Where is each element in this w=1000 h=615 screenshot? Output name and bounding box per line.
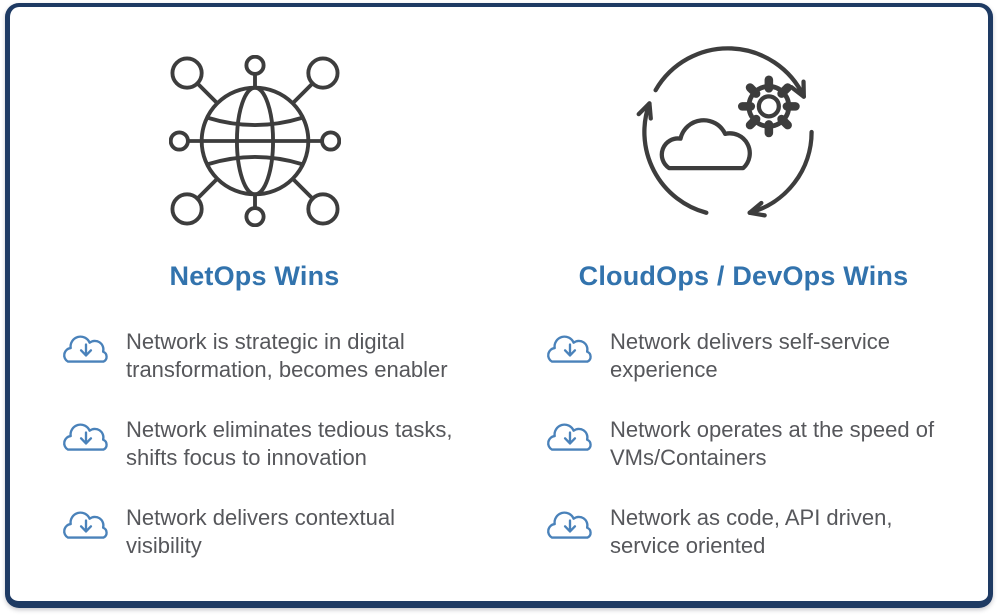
bullet-text: Network as code, API driven, service ori… <box>610 504 892 559</box>
bullet-text: Network operates at the speed of VMs/Con… <box>610 416 934 471</box>
gear-icon <box>737 75 800 138</box>
bullet-line: Network as code, API driven, <box>610 505 893 530</box>
cloud-download-icon <box>547 335 592 363</box>
bullet-line: transformation, becomes enabler <box>126 356 448 382</box>
bullet-text: Network eliminates tedious tasks, shifts… <box>126 416 452 471</box>
bullet-line: service oriented <box>610 532 766 558</box>
cloud-download-icon <box>63 423 108 451</box>
cloud-cycle-icon <box>636 46 814 218</box>
bullet-line: Network delivers contextual <box>126 505 396 530</box>
bullet-item: Network delivers contextual visibility <box>59 504 499 559</box>
cloud-download-icon <box>547 423 592 451</box>
bullet-line: shifts focus to innovation <box>126 444 367 470</box>
cloud-download-icon <box>63 335 108 363</box>
globe-network-icon <box>168 55 341 227</box>
cloudops-icon-box <box>499 7 988 237</box>
infographic-card: NetOps Wins Network is strategic in digi… <box>5 3 993 608</box>
bullet-item: Network is strategic in digital transfor… <box>59 328 499 383</box>
netops-bullet-list: Network is strategic in digital transfor… <box>10 328 499 559</box>
bullet-text: Network delivers self-service experience <box>610 328 890 383</box>
cloud-download-icon <box>63 511 108 539</box>
column-cloudops-devops: CloudOps / DevOps Wins Network delivers … <box>499 7 988 601</box>
netops-heading: NetOps Wins <box>169 261 340 291</box>
two-column-layout: NetOps Wins Network is strategic in digi… <box>10 7 988 601</box>
bullet-item: Network eliminates tedious tasks, shifts… <box>59 416 499 471</box>
cloudops-heading: CloudOps / DevOps Wins <box>578 261 909 291</box>
cloud-download-icon <box>547 511 592 539</box>
bullet-line: Network is strategic in digital <box>126 329 405 354</box>
netops-icon-box <box>10 7 499 237</box>
column-netops: NetOps Wins Network is strategic in digi… <box>10 7 499 601</box>
bullet-line: Network delivers self-service <box>610 329 890 354</box>
cloudops-bullet-list: Network delivers self-service experience… <box>499 328 988 559</box>
bullet-line: visibility <box>126 532 202 558</box>
bullet-line: Network eliminates tedious tasks, <box>126 417 453 442</box>
bullet-item: Network delivers self-service experience <box>543 328 988 383</box>
bullet-line: VMs/Containers <box>610 444 767 470</box>
bullet-item: Network as code, API driven, service ori… <box>543 504 988 559</box>
bullet-text: Network delivers contextual visibility <box>126 504 395 559</box>
bullet-line: experience <box>610 356 718 382</box>
bullet-text: Network is strategic in digital transfor… <box>126 328 448 383</box>
bullet-item: Network operates at the speed of VMs/Con… <box>543 416 988 471</box>
bullet-line: Network operates at the speed of <box>610 417 935 442</box>
